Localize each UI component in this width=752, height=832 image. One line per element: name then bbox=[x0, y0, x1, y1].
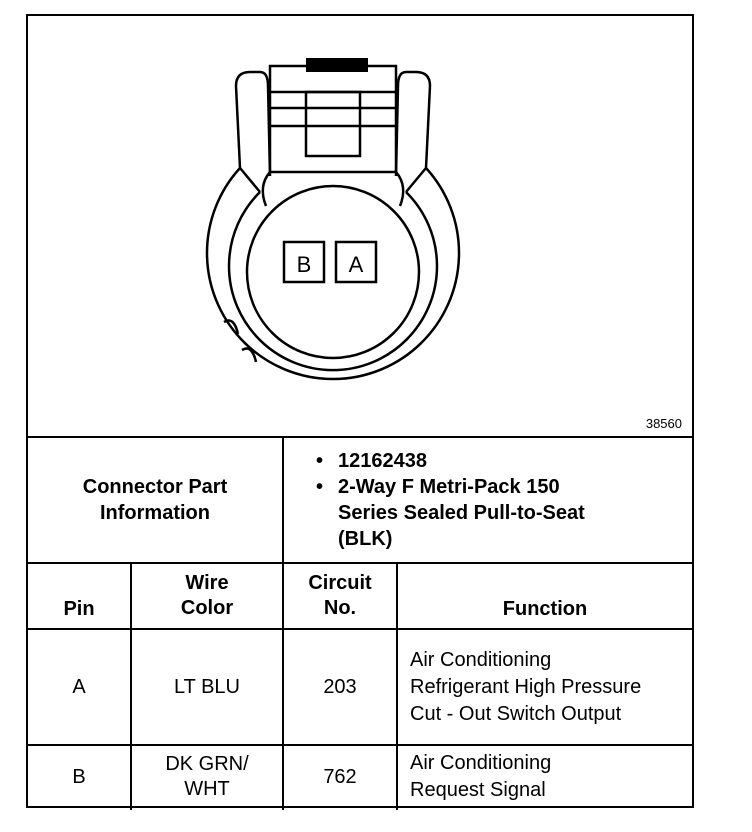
row-b-wire-color: DK GRN/ WHT bbox=[165, 753, 249, 800]
header-top-rule bbox=[28, 562, 692, 564]
part-description: 2-Way F Metri-Pack 150 Series Sealed Pul… bbox=[314, 474, 598, 552]
header-circuit-no: Circuit No. bbox=[308, 572, 372, 619]
part-info-details: 12162438 2-Way F Metri-Pack 150 Series S… bbox=[284, 438, 692, 562]
part-info-list: 12162438 2-Way F Metri-Pack 150 Series S… bbox=[314, 448, 598, 552]
header-bottom-rule bbox=[28, 628, 692, 630]
figure-number: 38560 bbox=[645, 416, 682, 431]
row-a-circuit: 203 bbox=[323, 675, 357, 698]
row-a-bottom-rule bbox=[28, 744, 692, 746]
row-a-function: Air Conditioning Refrigerant High Pressu… bbox=[410, 648, 642, 725]
table-top-rule bbox=[28, 436, 692, 438]
header-pin: Pin bbox=[63, 598, 95, 620]
circuit-col-divider bbox=[396, 562, 398, 810]
connector-diagram: B A 38560 bbox=[28, 16, 692, 436]
header-function: Function bbox=[502, 598, 588, 620]
row-a-pin: A bbox=[72, 675, 86, 698]
row-b-circuit: 762 bbox=[323, 765, 357, 788]
header-wire-color: Wire Color bbox=[180, 572, 234, 619]
part-info-label: Connector Part Information bbox=[82, 476, 228, 524]
row-b-function: Air Conditioning Request Signal bbox=[410, 752, 552, 801]
pin-col-divider bbox=[130, 562, 132, 810]
cavity-b-label: B bbox=[297, 252, 312, 277]
connector-document: B A 38560 Connector Part Information 121… bbox=[26, 14, 694, 810]
row-a-wire-color: LT BLU bbox=[174, 675, 240, 698]
connector-face-illustration: B A bbox=[205, 58, 461, 381]
cavity-a-label: A bbox=[349, 252, 364, 277]
part-info-divider bbox=[282, 436, 284, 810]
row-b-pin: B bbox=[72, 765, 86, 788]
part-number: 12162438 bbox=[314, 448, 598, 474]
